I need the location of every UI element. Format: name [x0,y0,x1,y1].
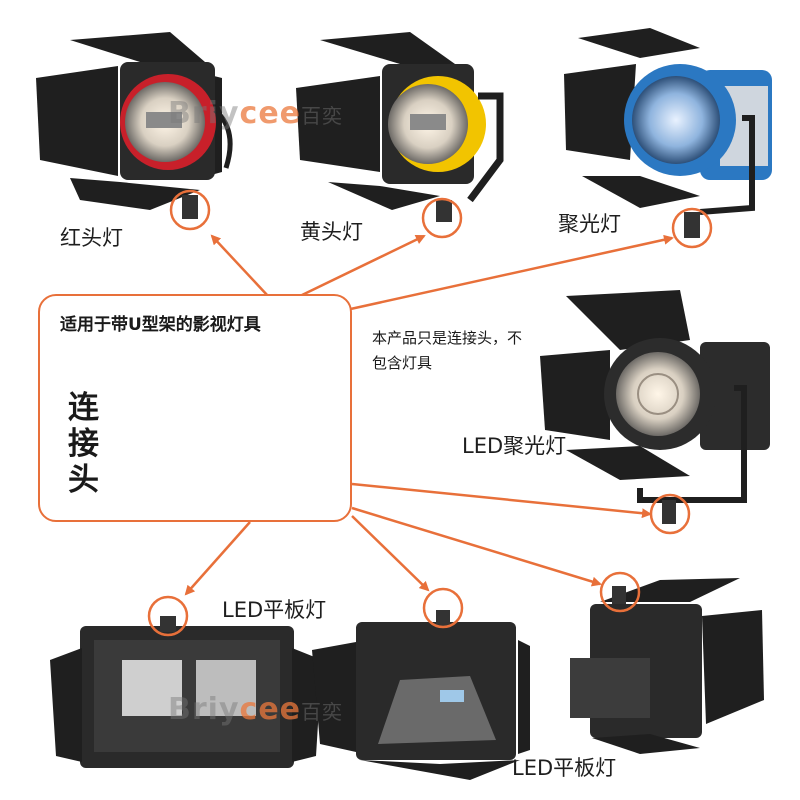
label-spotlight: 聚光灯 [558,212,621,236]
spotlight-lamp [564,28,772,238]
arrow-to-led-panel-3 [351,506,602,587]
mount-highlight-led-panel-2 [422,587,464,629]
arrow-to-led-panel-1 [184,521,251,596]
yellow-head-lamp [296,32,504,222]
mount-highlight-led-panel-3 [599,571,641,613]
red-head-lamp [36,32,233,219]
arrow-to-spotlight [345,234,674,312]
compatibility-box: 适用于带U型架的影视灯具 连接头 [38,294,352,522]
led-spotlight-lamp [540,290,770,524]
label-yellow-head: 黄头灯 [300,220,363,244]
arrow-to-red-head [210,234,269,297]
arrow-to-led-panel-2 [351,515,430,592]
led-panel-lamp-3 [570,578,764,754]
label-red-head: 红头灯 [60,226,123,250]
brand-watermark-top: Briycee百奕 [168,96,344,131]
label-led-panel-2: LED平板灯 [512,756,617,780]
compatibility-title: 适用于带U型架的影视灯具 [60,315,261,335]
arrow-to-yellow-head [299,234,426,298]
connector-vertical-label: 连接头 [68,390,99,498]
mount-highlight-spotlight [671,207,713,249]
label-led-spotlight: LED聚光灯 [462,434,567,458]
arrow-to-led-spotlight [351,482,652,519]
mount-highlight-red-head [169,189,211,231]
label-led-panel-1: LED平板灯 [222,598,327,622]
disclaimer-note: 本产品只是连接头，不包含灯具 [372,329,523,372]
brand-watermark-bottom: Briycee百奕 [168,692,344,727]
mount-highlight-led-panel-1 [147,595,189,637]
mount-highlight-yellow-head [421,197,463,239]
led-panel-lamp-2 [312,610,530,780]
led-panel-lamp-1 [50,616,322,768]
